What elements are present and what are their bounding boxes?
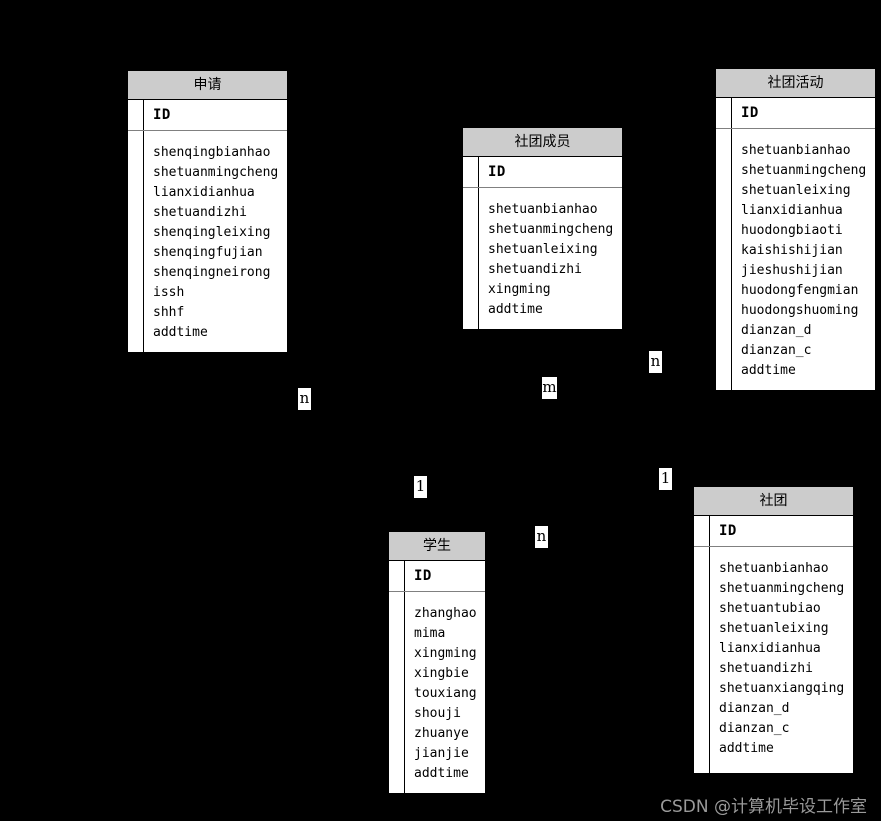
- attribute: dianzan_d: [719, 701, 790, 716]
- entity-body-shetuan: ID shetuanbianhao shetuanmingcheng shetu…: [693, 516, 854, 774]
- primary-key-row: ID: [694, 516, 853, 547]
- attribute: dianzan_c: [741, 343, 812, 358]
- attribute-area: shenqingbianhao shetuanmingcheng lianxid…: [128, 131, 287, 352]
- cardinality-label-n-huodong: n: [649, 351, 662, 373]
- entity-shenqing[interactable]: 申请 ID shenqingbianhao shetuanmingcheng l…: [126, 69, 289, 354]
- entity-title-shenqing: 申请: [127, 70, 288, 100]
- attribute-list: zhanghao mima xingming xingbie touxiang …: [405, 592, 485, 793]
- cardinality-label-m-chengyuan: m: [542, 377, 557, 399]
- attribute: touxiang: [414, 686, 477, 701]
- attribute: zhanghao: [414, 606, 477, 621]
- key-gutter: [389, 592, 405, 793]
- primary-key-row: ID: [716, 98, 875, 129]
- entity-shetuan[interactable]: 社团 ID shetuanbianhao shetuanmingcheng sh…: [692, 485, 855, 775]
- attribute: addtime: [414, 766, 469, 781]
- key-gutter: [463, 157, 479, 187]
- attribute: shetuanbianhao: [741, 143, 851, 158]
- entity-title-shetuanchengyuan: 社团成员: [462, 127, 623, 157]
- attribute: shetuanleixing: [741, 183, 851, 198]
- attribute: shetuanmingcheng: [741, 163, 867, 178]
- entity-title-xuesheng: 学生: [388, 531, 486, 561]
- attribute-area: shetuanbianhao shetuanmingcheng shetuant…: [694, 547, 853, 773]
- attribute: shenqingfujian: [153, 245, 263, 260]
- attribute: shetuanleixing: [719, 621, 829, 636]
- attribute-list: shenqingbianhao shetuanmingcheng lianxid…: [144, 131, 287, 352]
- attribute: shetuanxiangqing: [719, 681, 845, 696]
- key-gutter: [694, 547, 710, 773]
- attribute: jieshushijian: [741, 263, 843, 278]
- entity-title-shetuan: 社团: [693, 486, 854, 516]
- attribute: kaishishijian: [741, 243, 843, 258]
- attribute: shetuantubiao: [719, 601, 821, 616]
- attribute: shetuandizhi: [488, 262, 582, 277]
- primary-key-label: ID: [153, 107, 171, 123]
- primary-key-row: ID: [128, 100, 287, 131]
- entity-title-shetuanhuodong: 社团活动: [715, 68, 876, 98]
- entity-body-shenqing: ID shenqingbianhao shetuanmingcheng lian…: [127, 100, 288, 353]
- attribute: shetuanbianhao: [488, 202, 598, 217]
- cardinality-label-n-shenqing: n: [298, 388, 311, 410]
- attribute-area: shetuanbianhao shetuanmingcheng shetuanl…: [716, 129, 875, 390]
- key-gutter: [716, 129, 732, 390]
- attribute: shenqingbianhao: [153, 145, 271, 160]
- attribute: dianzan_c: [719, 721, 790, 736]
- attribute-area: shetuanbianhao shetuanmingcheng shetuanl…: [463, 188, 622, 329]
- attribute: lianxidianhua: [153, 185, 255, 200]
- attribute: zhuanye: [414, 726, 469, 741]
- attribute: shetuandizhi: [153, 205, 247, 220]
- attribute: shetuanleixing: [488, 242, 598, 257]
- entity-xuesheng[interactable]: 学生 ID zhanghao mima xingming xingbie tou…: [387, 530, 487, 795]
- key-gutter: [463, 188, 479, 329]
- attribute: huodongfengmian: [741, 283, 859, 298]
- attribute: shetuandizhi: [719, 661, 813, 676]
- attribute-list: shetuanbianhao shetuanmingcheng shetuant…: [710, 547, 853, 773]
- attribute: huodongshuoming: [741, 303, 859, 318]
- attribute: shenqingleixing: [153, 225, 271, 240]
- attribute: shetuanmingcheng: [488, 222, 614, 237]
- entity-body-shetuanhuodong: ID shetuanbianhao shetuanmingcheng shetu…: [715, 98, 876, 391]
- primary-key-row: ID: [389, 561, 485, 592]
- primary-key-row: ID: [463, 157, 622, 188]
- attribute: addtime: [488, 302, 543, 317]
- key-gutter: [694, 516, 710, 546]
- primary-key-label: ID: [488, 164, 506, 180]
- cardinality-label-n-shetuan-xuesheng: n: [535, 526, 548, 548]
- entity-shetuanhuodong[interactable]: 社团活动 ID shetuanbianhao shetuanmingcheng …: [714, 67, 877, 392]
- attribute: addtime: [741, 363, 796, 378]
- attribute: xingming: [414, 646, 477, 661]
- cardinality-label-1-shetuan: 1: [659, 468, 672, 490]
- primary-key-label: ID: [414, 568, 432, 584]
- attribute: addtime: [719, 741, 774, 756]
- entity-body-shetuanchengyuan: ID shetuanbianhao shetuanmingcheng shetu…: [462, 157, 623, 330]
- attribute: xingming: [488, 282, 551, 297]
- key-gutter: [128, 100, 144, 130]
- attribute: lianxidianhua: [741, 203, 843, 218]
- attribute-list: shetuanbianhao shetuanmingcheng shetuanl…: [732, 129, 875, 390]
- cardinality-label-1-xuesheng: 1: [414, 476, 427, 498]
- attribute: addtime: [153, 325, 208, 340]
- csdn-watermark: CSDN @计算机毕设工作室: [660, 797, 867, 817]
- primary-key-label: ID: [741, 105, 759, 121]
- attribute: issh: [153, 285, 185, 300]
- attribute: shetuanmingcheng: [719, 581, 845, 596]
- attribute: shetuanbianhao: [719, 561, 829, 576]
- attribute: shetuanmingcheng: [153, 165, 279, 180]
- attribute: shenqingneirong: [153, 265, 271, 280]
- attribute: huodongbiaoti: [741, 223, 843, 238]
- attribute: xingbie: [414, 666, 469, 681]
- attribute-list: shetuanbianhao shetuanmingcheng shetuanl…: [479, 188, 622, 329]
- attribute-area: zhanghao mima xingming xingbie touxiang …: [389, 592, 485, 793]
- attribute: dianzan_d: [741, 323, 812, 338]
- attribute: shouji: [414, 706, 461, 721]
- attribute: lianxidianhua: [719, 641, 821, 656]
- entity-body-xuesheng: ID zhanghao mima xingming xingbie touxia…: [388, 561, 486, 794]
- key-gutter: [716, 98, 732, 128]
- attribute: jianjie: [414, 746, 469, 761]
- entity-shetuanchengyuan[interactable]: 社团成员 ID shetuanbianhao shetuanmingcheng …: [461, 126, 624, 331]
- primary-key-label: ID: [719, 523, 737, 539]
- attribute: mima: [414, 626, 446, 641]
- attribute: shhf: [153, 305, 185, 320]
- key-gutter: [389, 561, 405, 591]
- key-gutter: [128, 131, 144, 352]
